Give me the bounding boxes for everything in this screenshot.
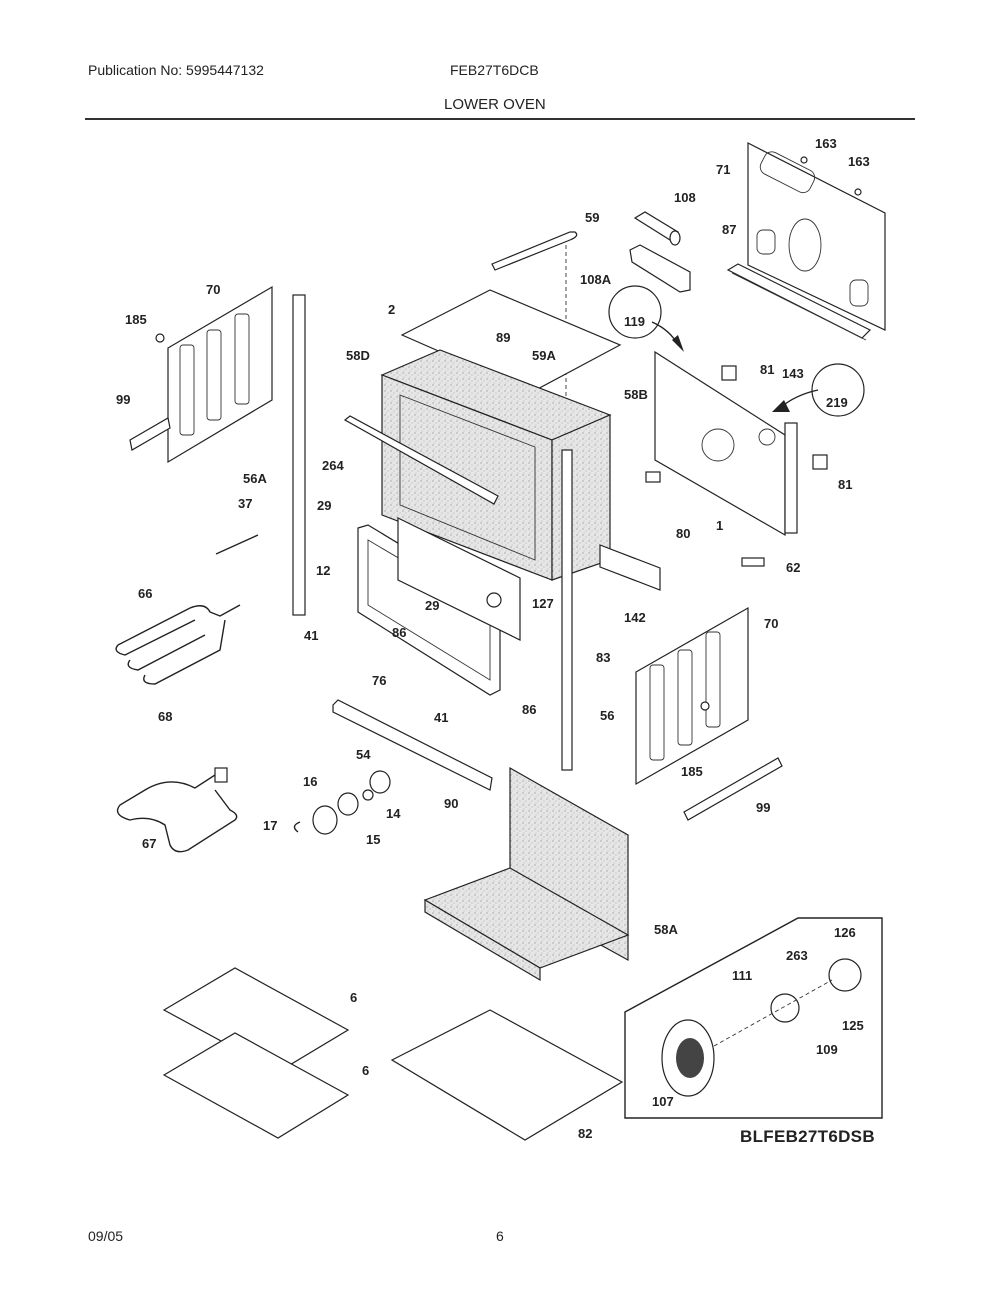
label-56: 56 [600,708,614,723]
label-86: 86 [392,625,406,640]
page-number: 6 [496,1228,504,1244]
rear-wall-panel-1 [654,350,798,537]
vertical-rail-56 [561,449,573,771]
label-17: 17 [263,818,277,833]
label-62: 62 [786,560,800,575]
bake-element-67 [116,767,238,853]
label-127: 127 [532,596,554,611]
label-54: 54 [356,747,371,762]
label-163: 163 [815,136,837,151]
footer-date: 09/05 [88,1228,124,1244]
label-80: 80 [676,526,690,541]
label-125: 125 [842,1018,864,1033]
label-185: 185 [681,764,703,779]
oven-rack-lower [162,1032,350,1139]
clip-81-right [812,454,828,470]
label-58A: 58A [654,922,678,937]
bracket-142 [599,544,661,591]
broil-element-66 [115,604,241,685]
label-86: 86 [522,702,536,717]
label-56A: 56A [243,471,267,486]
label-81: 81 [838,477,852,492]
label-14: 14 [386,806,401,821]
label-16: 16 [303,774,317,789]
label-71: 71 [716,162,730,177]
label-76: 76 [372,673,386,688]
label-6: 6 [350,990,357,1005]
header-rule [85,118,915,120]
convection-fan-inset [624,917,883,1119]
label-6: 6 [362,1063,369,1078]
label-109: 109 [816,1042,838,1057]
label-58D: 58D [346,348,370,363]
label-90: 90 [444,796,458,811]
rear-panel-71 [747,142,886,331]
section-title: LOWER OVEN [444,96,546,113]
insulation-58A [423,766,630,982]
publication-number: Publication No: 5995447132 [88,62,264,78]
label-67: 67 [142,836,156,851]
part-108-assembly [629,211,691,293]
drawing-code: BLFEB27T6DSB [740,1127,875,1146]
model-number: FEB27T6DCB [450,62,539,78]
vent-trim-264 [343,415,499,505]
label-2: 2 [388,302,395,317]
label-15: 15 [366,832,380,847]
label-219: 219 [826,395,848,410]
sensor-37 [215,534,259,555]
label-163: 163 [848,154,870,169]
label-59A: 59A [532,348,556,363]
callout-219 [772,363,865,417]
label-81: 81 [760,362,774,377]
label-37: 37 [238,496,252,511]
label-29: 29 [317,498,331,513]
side-panel-70-right [635,606,749,786]
label-58B: 58B [624,387,648,402]
part-labels: 163 163 71 108 59 87 108A 119 70 185 2 8… [116,136,870,1141]
label-89: 89 [496,330,510,345]
label-41: 41 [434,710,448,725]
label-29: 29 [425,598,439,613]
label-119: 119 [624,314,645,329]
label-59: 59 [585,210,599,225]
label-1: 1 [716,518,723,533]
label-83: 83 [596,650,610,665]
rail-99-left [129,417,171,451]
label-70: 70 [764,616,778,631]
label-264: 264 [322,458,344,473]
label-142: 142 [624,610,646,625]
callout-119 [608,285,684,352]
label-41: 41 [304,628,318,643]
trim-90 [332,699,493,791]
side-panel-70-left [155,285,273,464]
label-82: 82 [578,1126,592,1141]
label-143: 143 [782,366,804,381]
label-70: 70 [206,282,220,297]
label-108: 108 [674,190,696,205]
bottom-tray-82 [390,1009,624,1141]
label-126: 126 [834,925,856,940]
label-68: 68 [158,709,172,724]
clip-81-top [721,365,737,381]
oven-cavity [397,517,521,641]
rail-99-right [683,757,783,821]
label-263: 263 [786,948,808,963]
label-185: 185 [125,312,147,327]
label-12: 12 [316,563,330,578]
vertical-rail-56A [292,294,306,616]
label-108A: 108A [580,272,612,287]
rail-87 [726,263,872,341]
label-107: 107 [652,1094,674,1109]
label-99: 99 [116,392,130,407]
clip-80 [645,471,661,483]
label-99: 99 [756,800,770,815]
light-assembly [293,770,391,835]
terminal-62 [741,557,765,567]
label-87: 87 [722,222,736,237]
label-66: 66 [138,586,152,601]
label-111: 111 [732,968,752,983]
